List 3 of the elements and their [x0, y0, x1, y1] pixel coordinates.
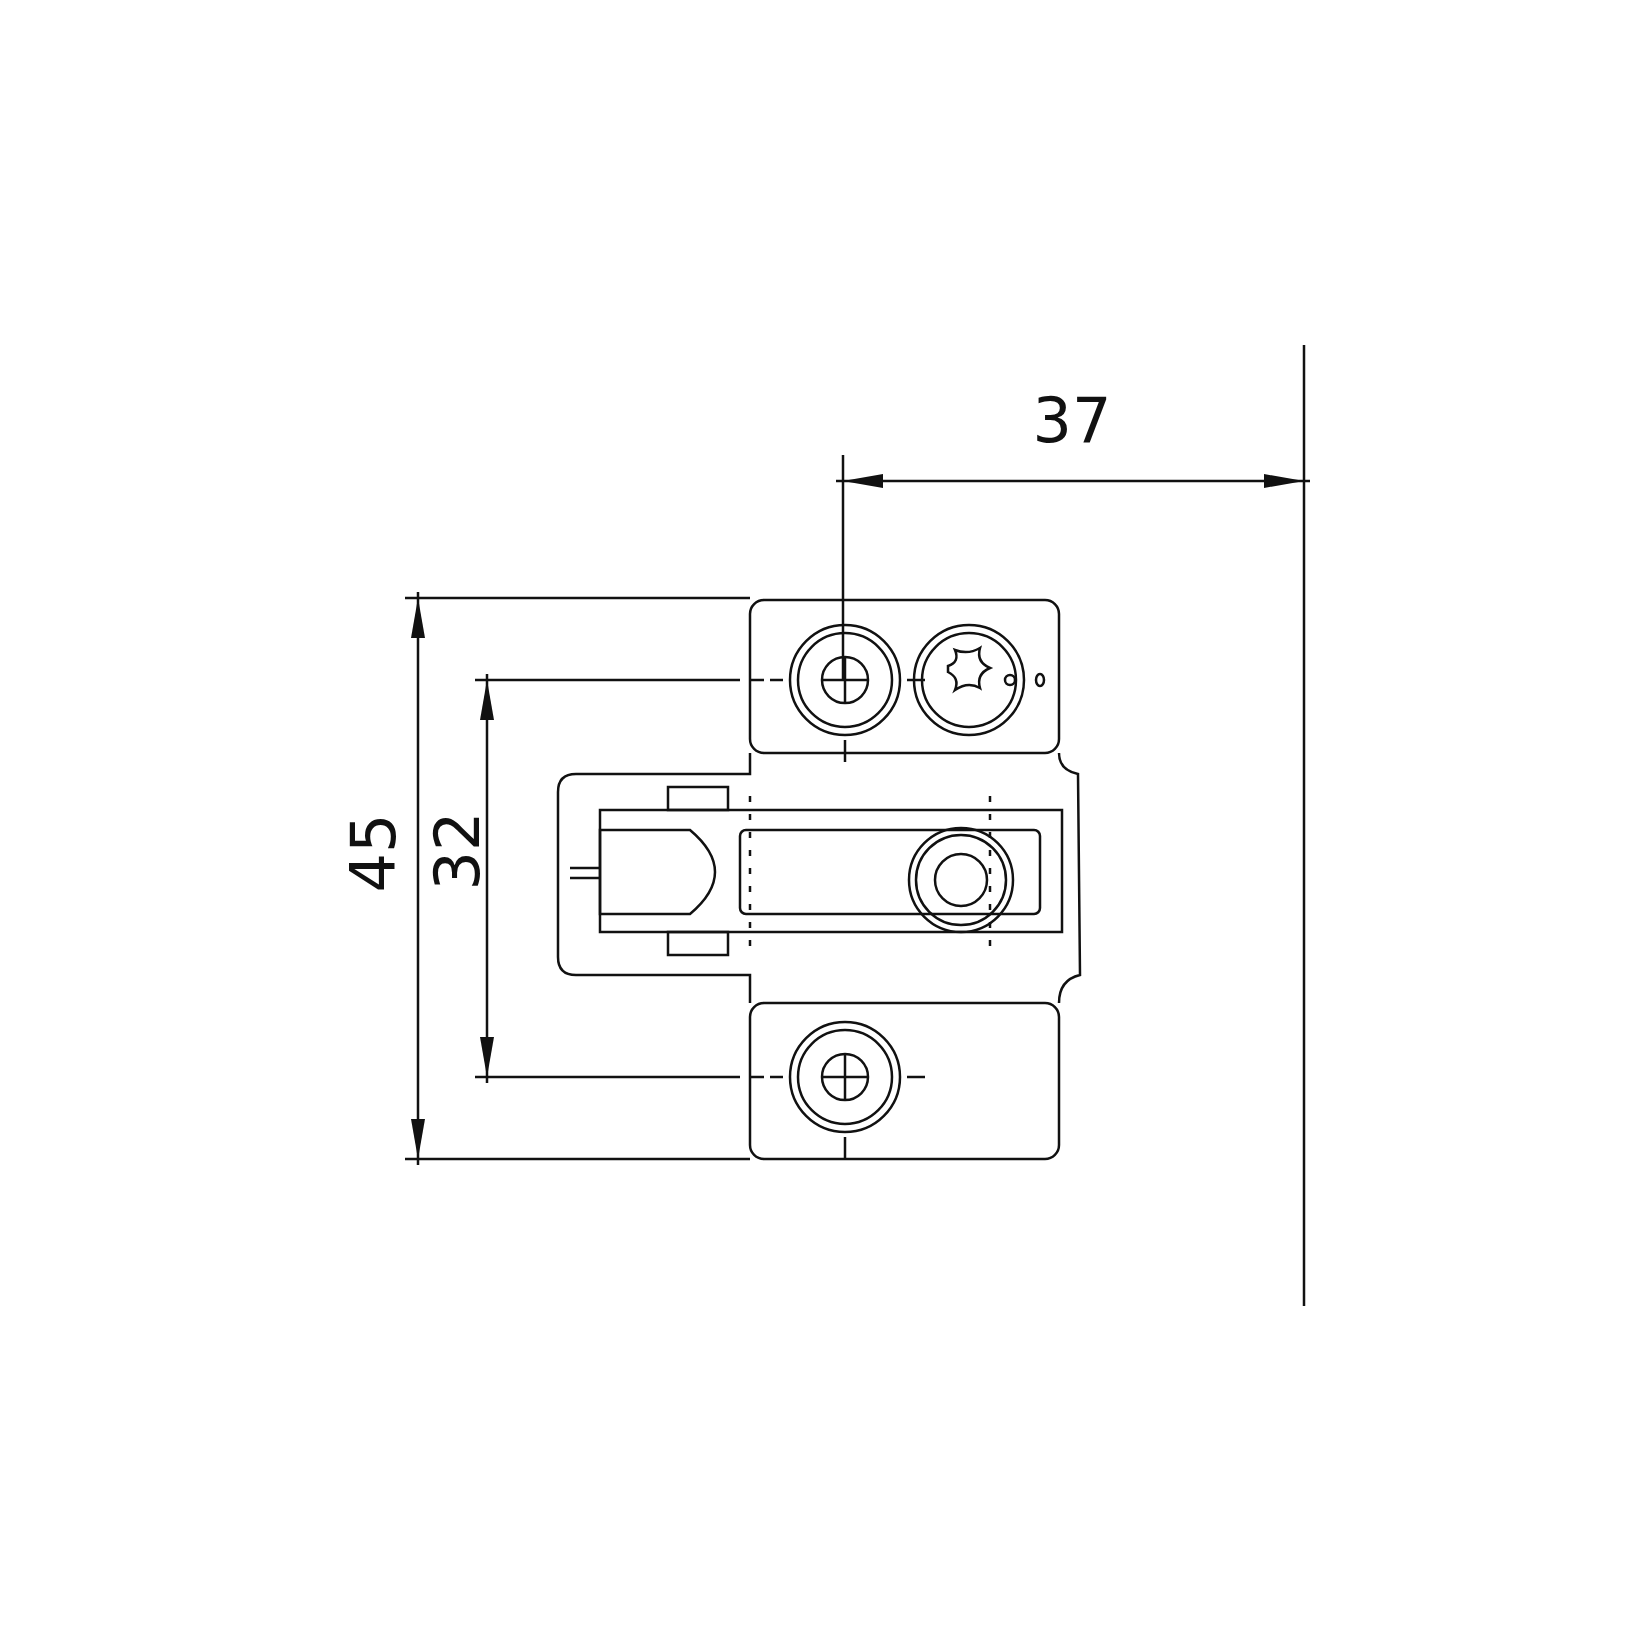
dimension-label: 45: [343, 813, 405, 893]
dimension-label: 32: [427, 811, 489, 891]
dimension-label: 37: [1032, 390, 1112, 452]
